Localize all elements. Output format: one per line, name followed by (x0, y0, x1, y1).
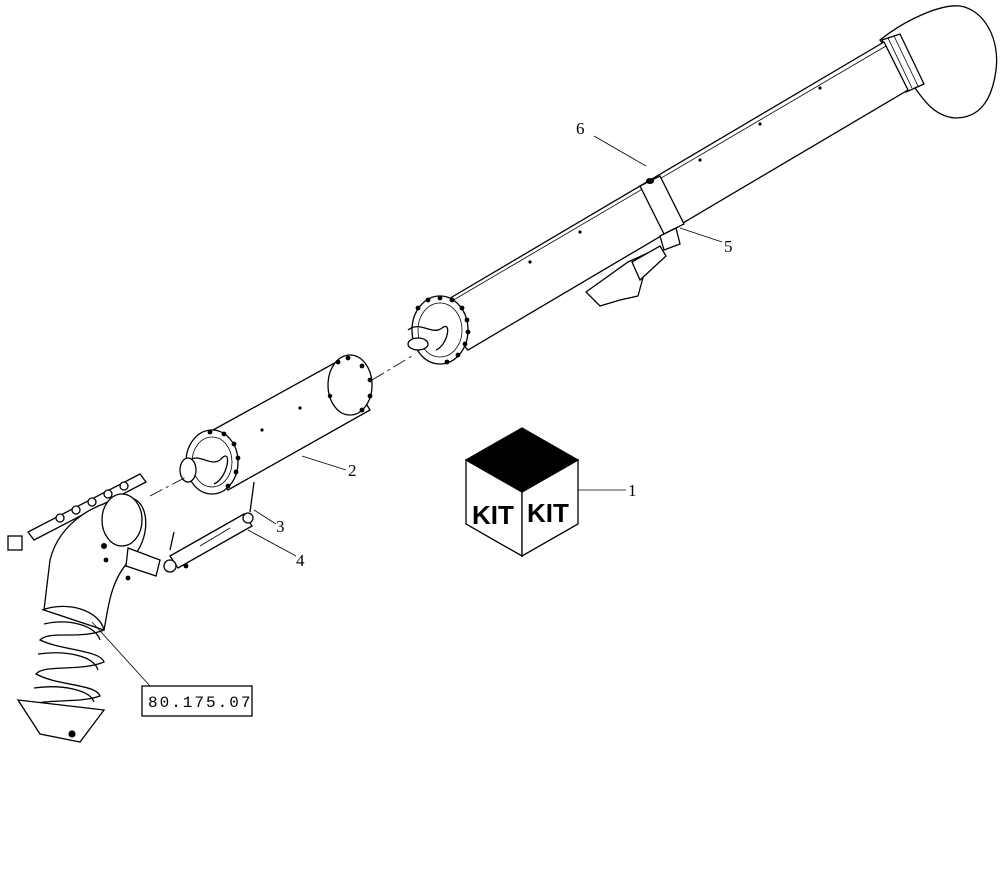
lower-auger-boot (7, 473, 161, 743)
callout-1: 1 (628, 481, 637, 500)
middle-auger-tube (179, 354, 373, 495)
kit-label-right: KIT (527, 498, 569, 528)
kit-label-left: KIT (472, 500, 514, 530)
leader-lines (91, 135, 723, 687)
callout-2: 2 (348, 461, 357, 480)
kit-cube: KIT KIT (464, 427, 580, 558)
reference-box: 80.175.07 (141, 685, 253, 717)
callout-4: 4 (296, 551, 305, 570)
flange-bolts-middle (207, 355, 373, 489)
flange-bolts-upper (415, 295, 471, 365)
reference-label: 80.175.07 (148, 694, 252, 712)
callout-3: 3 (276, 517, 285, 536)
upper-auger-tube (407, 5, 998, 365)
callout-5: 5 (724, 237, 733, 256)
hydraulic-cylinder (163, 481, 255, 573)
alignment-lines (149, 355, 413, 497)
callout-6: 6 (576, 119, 585, 138)
